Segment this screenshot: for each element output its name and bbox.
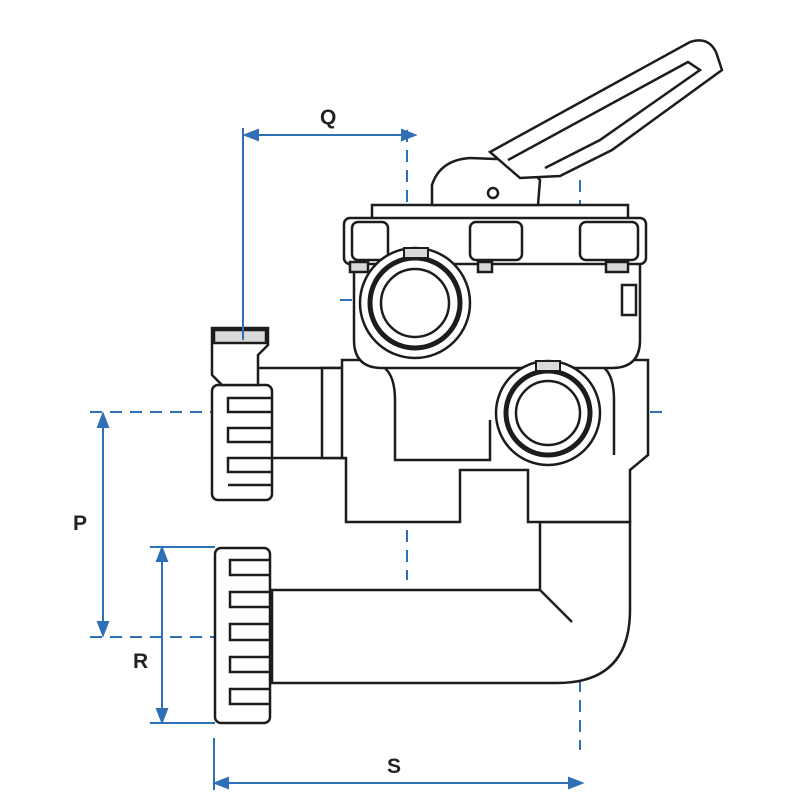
- handle-pivot-screw: [486, 186, 500, 200]
- pipe-elbow: [270, 520, 632, 685]
- cover-bolt-right: [578, 220, 640, 262]
- upper-housing-rib: [620, 283, 638, 317]
- cover-foot-mid: [476, 260, 494, 274]
- q-arrow-left: [242, 128, 259, 142]
- p-arrow-top: [96, 411, 110, 428]
- lower-port-inner: [514, 379, 582, 447]
- lower-nut-ridges: [228, 558, 270, 706]
- lower-port-tab: [535, 360, 561, 372]
- q-arrow-right: [401, 128, 418, 142]
- elbow-pipe-body: [270, 520, 632, 685]
- upper-port-inner: [379, 267, 451, 339]
- r-arrow-bottom: [155, 708, 169, 725]
- upper-port-tab: [403, 247, 429, 259]
- p-arrow-bottom: [96, 621, 110, 638]
- cover-bolt-left: [350, 220, 390, 262]
- handle-lever-inner: [507, 60, 703, 170]
- s-arrow-left: [212, 776, 229, 790]
- cover-foot-right: [604, 260, 630, 274]
- upper-port: [358, 246, 472, 360]
- side-connection: [210, 326, 350, 502]
- cover-foot-left: [348, 260, 370, 274]
- lower-union-nut: [213, 546, 272, 725]
- handle-lever: [487, 39, 724, 180]
- dimension-lines: [96, 128, 585, 790]
- valve-body: [340, 203, 650, 524]
- p-dimension-label: P: [73, 512, 87, 535]
- r-arrow-top: [155, 545, 169, 562]
- s-dimension-label: S: [387, 755, 401, 778]
- r-dimension-label: R: [133, 650, 148, 673]
- cover-bolt-midleft: [468, 220, 524, 262]
- s-arrow-right: [568, 776, 585, 790]
- elbow-inner-seam: [539, 589, 573, 623]
- union-nut-cap-shading: [212, 328, 268, 345]
- upper-nut-ridges: [226, 396, 272, 487]
- lower-housing: [340, 358, 650, 524]
- lower-port: [494, 359, 602, 467]
- valve-handle: [430, 39, 724, 207]
- q-dimension-label: Q: [320, 106, 336, 129]
